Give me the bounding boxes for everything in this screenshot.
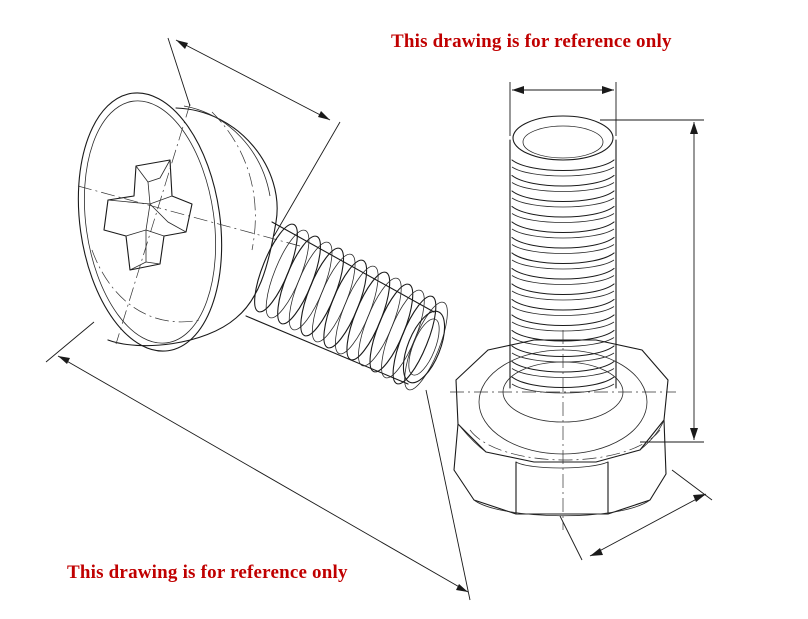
thread-root [511, 368, 615, 378]
thread-crest [511, 314, 615, 326]
thread-crest [511, 360, 615, 373]
thread-crest [404, 301, 448, 391]
thread-root [511, 290, 615, 301]
thread-crest [511, 205, 615, 218]
thread-root [511, 166, 615, 177]
dimension-overall-length [45, 321, 471, 601]
hex-head [450, 330, 676, 530]
thread-crest [511, 221, 615, 233]
dimension-thread-diameter [509, 82, 617, 136]
dimension-thread-length [600, 119, 704, 443]
bolt-thread [509, 115, 617, 394]
thread-root [511, 383, 615, 394]
reference-note-bottom: This drawing is for reference only [67, 562, 348, 583]
thread-root [511, 337, 615, 347]
thread-root [511, 197, 615, 208]
thread-root [511, 259, 615, 270]
thread-root [511, 228, 615, 239]
thread-crest [511, 159, 615, 171]
thread-crest [511, 298, 615, 311]
thread-root [511, 244, 615, 254]
reference-note-top: This drawing is for reference only [391, 31, 672, 52]
thread-root [511, 182, 615, 192]
thread-crest [511, 252, 615, 264]
thread-root [511, 306, 615, 316]
thread-crest [511, 267, 615, 280]
thread-root [511, 213, 615, 223]
thread-crest [511, 174, 615, 187]
thread-crest [392, 295, 437, 385]
thread-root [511, 321, 615, 332]
thread-crest [511, 190, 615, 202]
hex-bolt-icon [450, 82, 713, 561]
thread-crest [511, 236, 615, 249]
screw-thread [245, 221, 448, 391]
thread-crest [511, 283, 615, 295]
phillips-screw-icon [45, 37, 471, 601]
dimension-head-diameter [167, 37, 341, 237]
phillips-recess-icon [103, 159, 193, 271]
thread-root [511, 275, 615, 285]
pan-head [77, 92, 301, 352]
dimension-across-flats [559, 469, 713, 561]
